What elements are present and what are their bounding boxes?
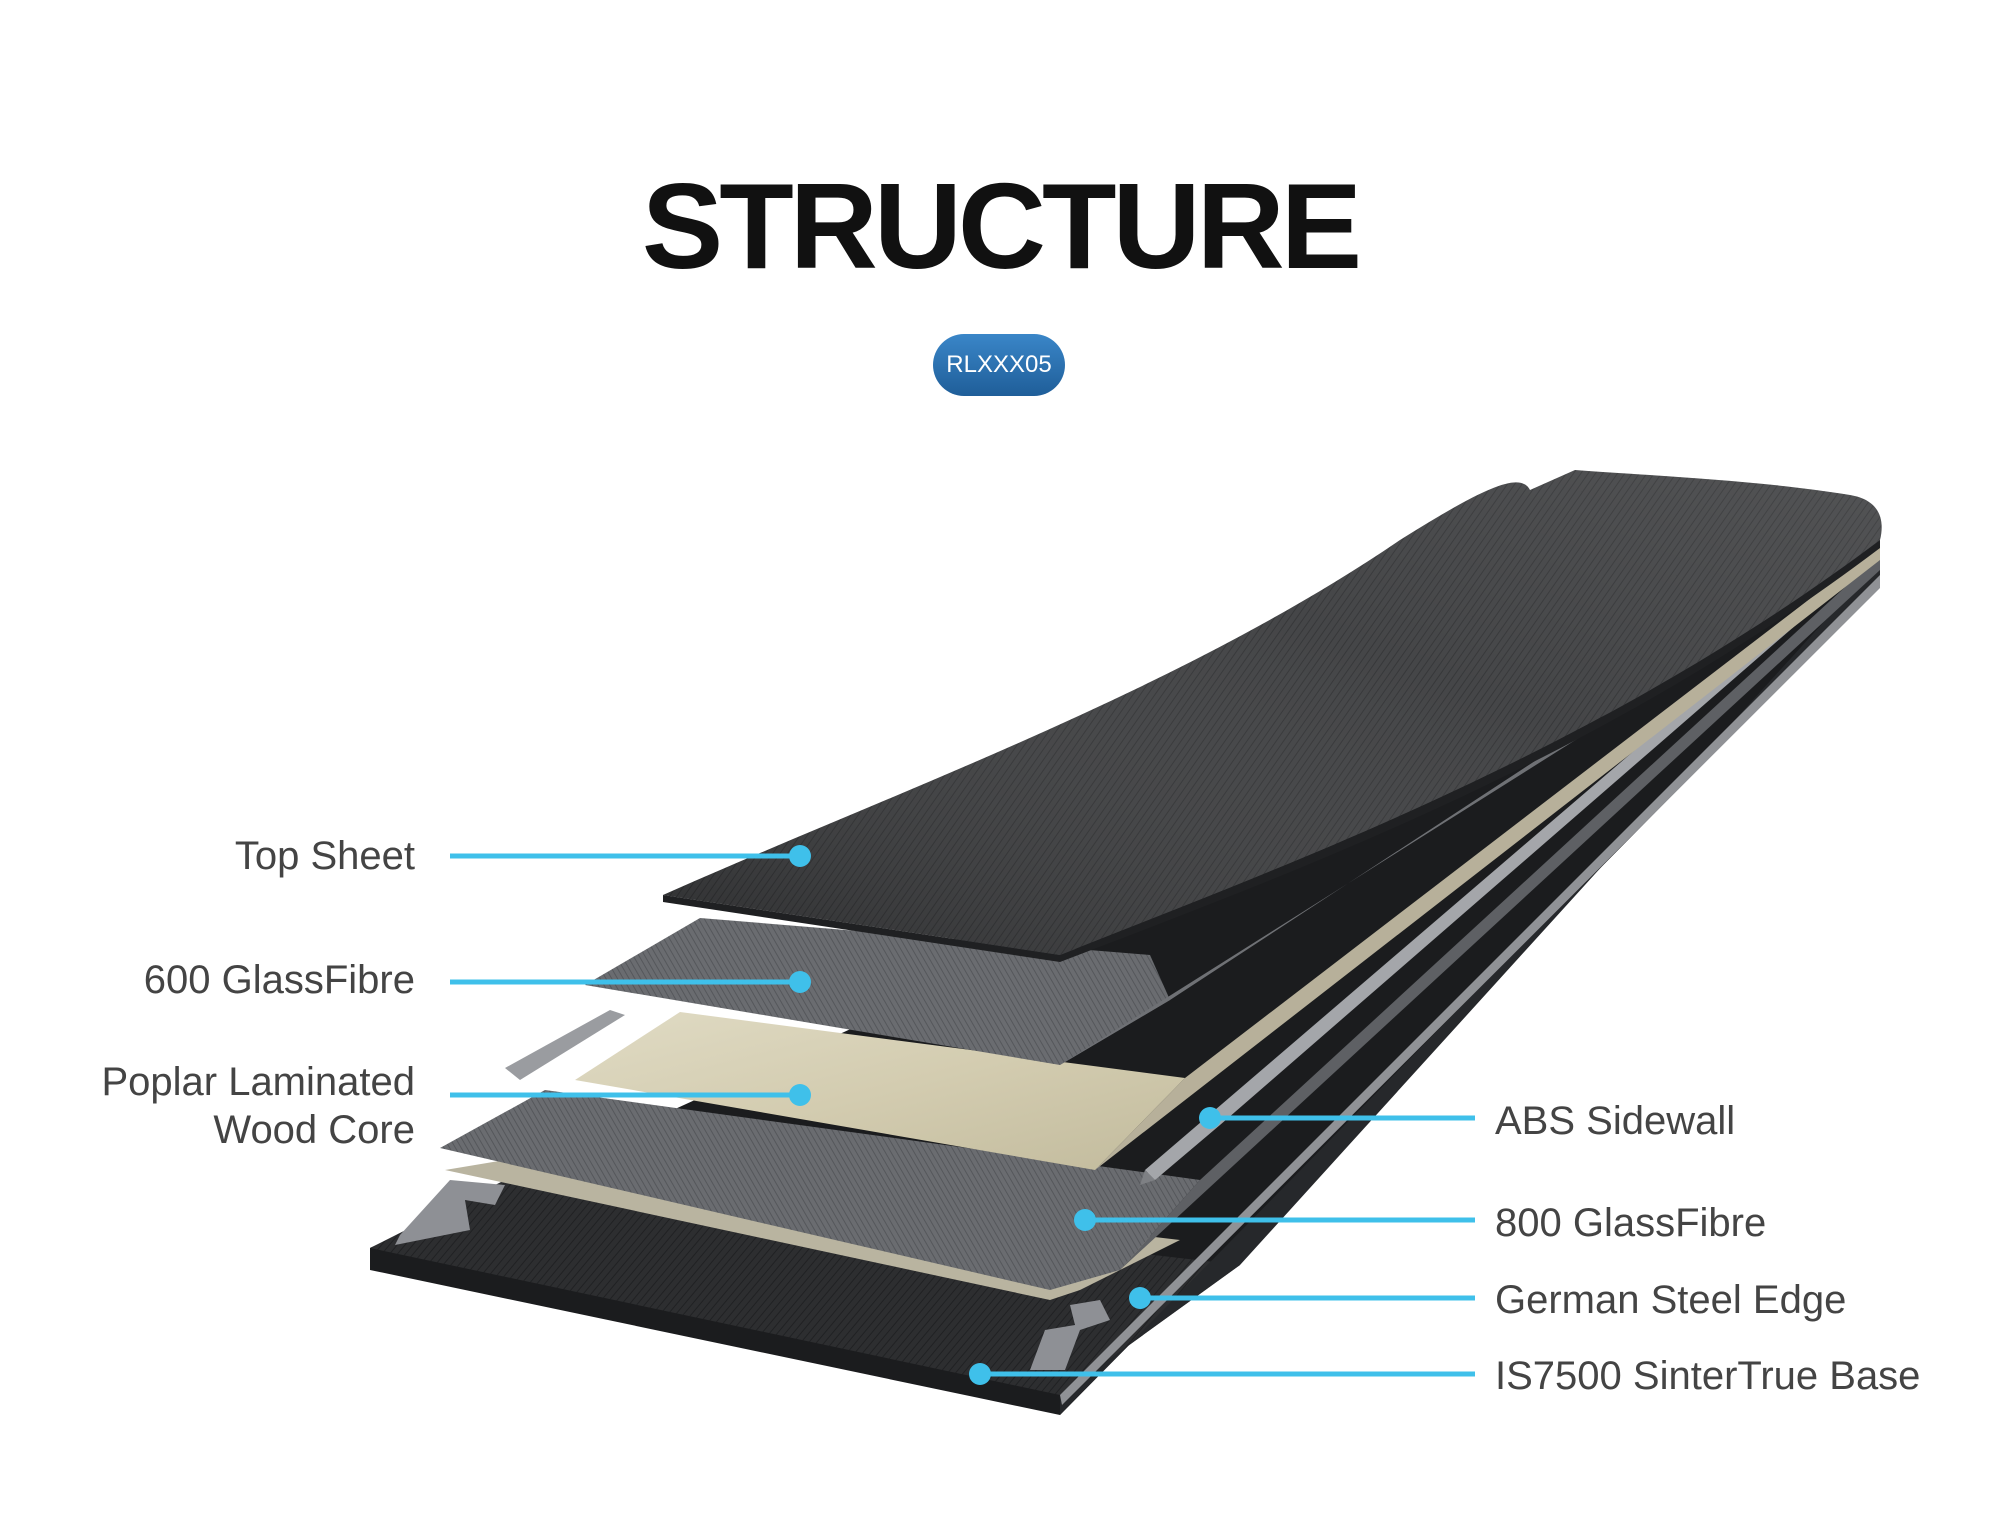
pointer-steel-edge-dot [1129, 1287, 1151, 1309]
callout-lines [450, 845, 1475, 1385]
label-wood-core-line1: Poplar Laminated [101, 1060, 415, 1104]
label-800-glassfibre: 800 GlassFibre [1495, 1201, 1767, 1245]
pointer-abs-sidewall-dot [1199, 1107, 1221, 1129]
pointer-600-glassfibre-dot [789, 971, 811, 993]
label-600-glassfibre: 600 GlassFibre [143, 958, 415, 1002]
label-abs-sidewall: ABS Sidewall [1495, 1099, 1736, 1143]
glassfibre-800-layer [440, 555, 1880, 1290]
pointer-wood-core-dot [789, 1084, 811, 1106]
label-steel-edge: German Steel Edge [1495, 1278, 1847, 1322]
label-wood-core: Poplar Laminated Wood Core [101, 1058, 415, 1154]
label-sintertrue-base: IS7500 SinterTrue Base [1495, 1354, 1921, 1398]
page-title: STRUCTURE [641, 158, 1362, 294]
label-wood-core-line2: Wood Core [213, 1108, 415, 1152]
pointer-800-glassfibre-dot [1074, 1209, 1096, 1231]
label-top-sheet: Top Sheet [234, 834, 415, 878]
wood-core-layer [575, 545, 1880, 1170]
top-sheet-layer [663, 470, 1882, 962]
model-badge: RLXXX05 [933, 334, 1065, 396]
pointer-top-sheet-dot [789, 845, 811, 867]
pointer-sintertrue-base-dot [969, 1363, 991, 1385]
steel-edge-layer [395, 575, 1880, 1405]
